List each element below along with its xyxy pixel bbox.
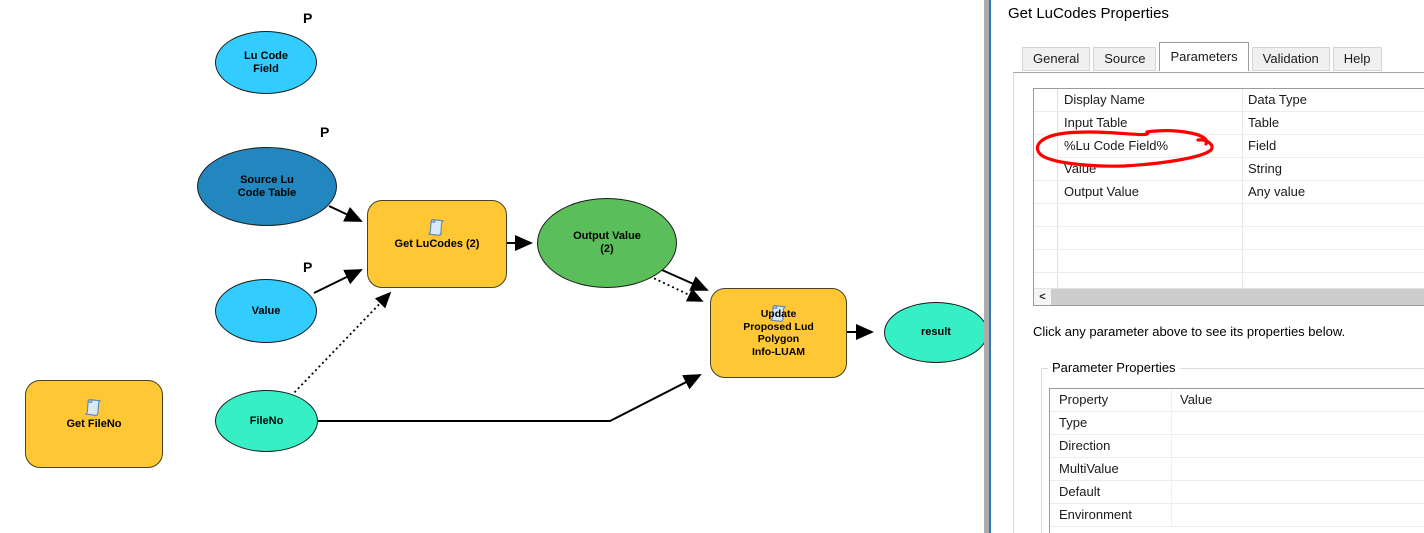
parameter-row-output-value[interactable]: Output Value Any value <box>1034 181 1424 204</box>
cell-value[interactable] <box>1172 458 1424 480</box>
properties-dialog: Get LuCodes Properties General Source Pa… <box>984 0 1424 533</box>
parameter-row-lu-code-field[interactable]: %Lu Code Field% Field <box>1034 135 1424 158</box>
parameter-flag-value: P <box>303 259 313 275</box>
node-label: Source Lu Code Table <box>237 173 297 199</box>
canvas-panel-divider <box>984 0 989 533</box>
model-node-get-fileno[interactable]: Get FileNo <box>25 380 163 468</box>
row-header-cell <box>1034 158 1058 180</box>
model-node-lu-code-field[interactable]: Lu Code Field <box>215 31 317 94</box>
model-node-get-lucodes[interactable]: Get LuCodes (2) <box>367 200 507 288</box>
empty-grid-row <box>1034 204 1424 227</box>
node-label: Get FileNo <box>66 417 122 430</box>
scrollbar-thumb[interactable] <box>1051 289 1424 305</box>
cell-value[interactable] <box>1172 435 1424 457</box>
column-header-display-name: Display Name <box>1058 89 1243 111</box>
empty-grid-row <box>1034 227 1424 250</box>
node-label: Lu Code Field <box>244 49 288 75</box>
model-node-result[interactable]: result <box>884 302 988 363</box>
column-header-value: Value <box>1180 392 1213 407</box>
column-header-data-type: Data Type <box>1248 92 1308 107</box>
model-node-output-value[interactable]: Output Value (2) <box>537 198 677 288</box>
hint-text: Click any parameter above to see its pro… <box>1033 324 1346 339</box>
parameter-row-input-table[interactable]: Input Table Table <box>1034 112 1424 135</box>
cell-value[interactable] <box>1172 504 1424 526</box>
script-tool-icon <box>766 289 791 327</box>
cell-property: Environment <box>1050 504 1172 526</box>
row-header-cell <box>1034 112 1058 134</box>
tab-source[interactable]: Source <box>1093 47 1157 71</box>
property-row-multivalue[interactable]: MultiValue <box>1050 458 1424 481</box>
cell-value[interactable] <box>1172 412 1424 434</box>
parameter-properties-group: Parameter Properties Property Value Type… <box>1041 360 1424 533</box>
property-row-direction[interactable]: Direction <box>1050 435 1424 458</box>
cell-display-name: Output Value <box>1058 181 1243 203</box>
cell-data-type: Any value <box>1248 184 1306 199</box>
empty-grid-row <box>1034 250 1424 273</box>
scroll-left-button[interactable]: < <box>1034 289 1051 305</box>
model-node-fileno[interactable]: FileNo <box>215 390 318 452</box>
parameter-row-value[interactable]: Value String <box>1034 158 1424 181</box>
node-label: Get LuCodes (2) <box>394 237 480 250</box>
edge-value-to-getlucodes <box>313 269 363 294</box>
edge-fileno-to-update <box>318 374 702 422</box>
property-row-environment[interactable]: Environment <box>1050 504 1424 527</box>
row-header-cell <box>1034 135 1058 157</box>
node-label: Update Proposed Lud Polygon Info-LUAM <box>743 308 814 358</box>
cell-display-name: Value <box>1058 158 1243 180</box>
tab-parameters[interactable]: Parameters <box>1159 42 1249 71</box>
script-tool-icon <box>82 383 107 422</box>
model-node-update-proposed-lud[interactable]: Update Proposed Lud Polygon Info-LUAM <box>710 288 847 378</box>
node-label: Output Value (2) <box>573 230 641 255</box>
parameters-grid-header: Display Name Data Type <box>1034 89 1424 112</box>
model-node-source-lu-code-table[interactable]: Source Lu Code Table <box>197 147 337 226</box>
model-node-value[interactable]: Value <box>215 279 317 343</box>
cell-property: Type <box>1050 412 1172 434</box>
row-header-cell <box>1034 181 1058 203</box>
edge-sourcetable-to-getlucodes <box>328 205 363 222</box>
horizontal-scrollbar[interactable]: < <box>1034 288 1424 305</box>
cell-display-name: %Lu Code Field% <box>1058 135 1243 157</box>
parameter-flag-lu-code-field: P <box>303 10 313 26</box>
row-header-cell <box>1034 89 1058 111</box>
cell-property: Direction <box>1050 435 1172 457</box>
cell-property: Default <box>1050 481 1172 503</box>
node-label: Value <box>251 304 281 317</box>
properties-grid-header: Property Value <box>1050 389 1424 412</box>
tab-help[interactable]: Help <box>1332 47 1382 71</box>
cell-data-type: Field <box>1248 138 1277 153</box>
group-label: Parameter Properties <box>1048 360 1180 375</box>
property-row-type[interactable]: Type <box>1050 412 1424 435</box>
window-accent-border <box>989 0 991 533</box>
dialog-title: Get LuCodes Properties <box>1008 5 1169 22</box>
script-tool-icon <box>425 203 450 242</box>
property-row-default[interactable]: Default <box>1050 481 1424 504</box>
tab-strip: General Source Parameters Validation Hel… <box>1022 42 1382 71</box>
parameter-flag-source-table: P <box>320 124 330 140</box>
cell-data-type: Table <box>1248 115 1280 130</box>
cell-data-type: String <box>1248 161 1282 176</box>
tab-general[interactable]: General <box>1022 47 1091 71</box>
tab-validation[interactable]: Validation <box>1251 47 1330 71</box>
column-header-property: Property <box>1050 389 1172 411</box>
edge-outputvalue-precondition-update <box>644 273 704 302</box>
cell-property: MultiValue <box>1050 458 1172 480</box>
cell-value[interactable] <box>1172 481 1424 503</box>
cell-display-name: Input Table <box>1058 112 1243 134</box>
parameters-grid: Display Name Data Type Input Table Table… <box>1033 88 1424 306</box>
edge-fileno-precondition-getlucodes <box>290 291 392 397</box>
node-label: FileNo <box>249 414 284 427</box>
node-label: result <box>921 326 951 338</box>
parameter-properties-grid: Property Value Type Direction MultiValue… <box>1049 388 1424 533</box>
